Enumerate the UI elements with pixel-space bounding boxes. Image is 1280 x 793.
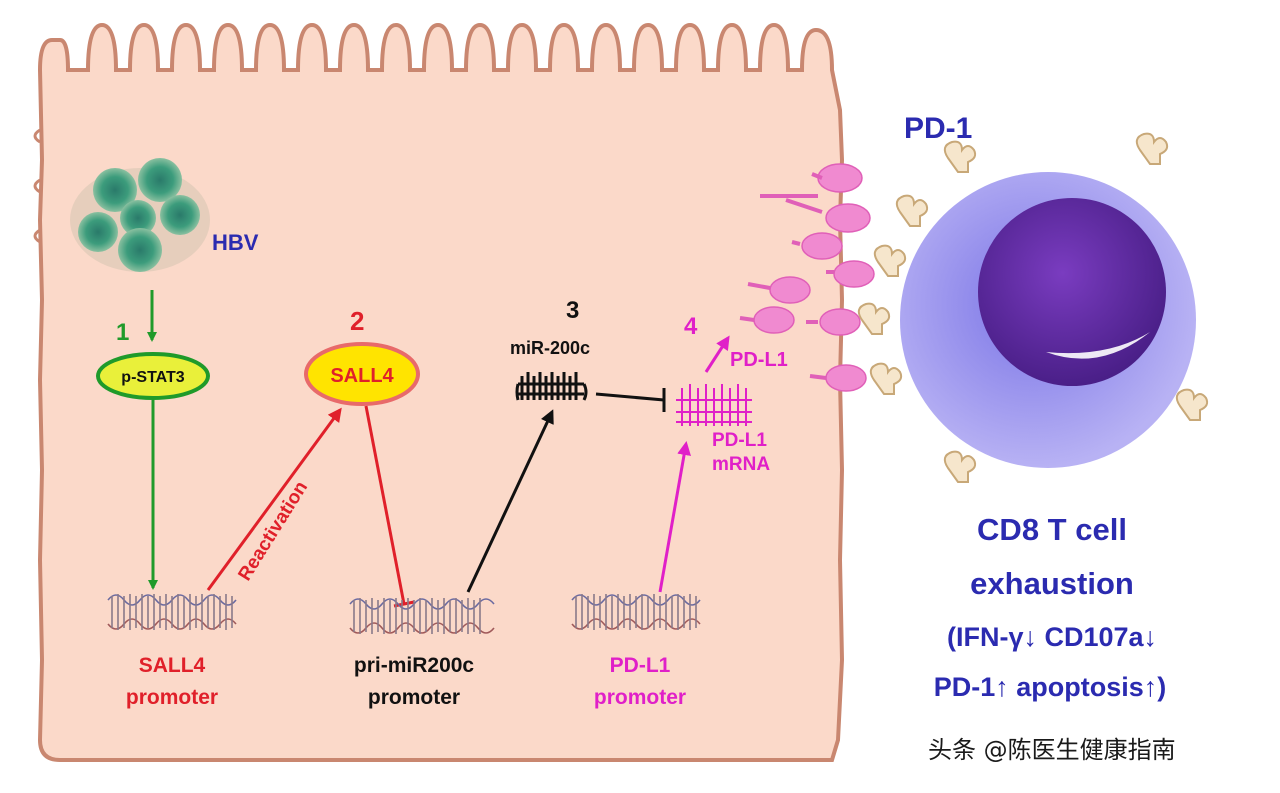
pdl1-promoter-label-line1: PD-L1 bbox=[610, 654, 671, 677]
pstat3-node bbox=[96, 352, 210, 400]
pdl1-protein-6 bbox=[739, 306, 795, 334]
pdl1-protein-1 bbox=[760, 163, 863, 198]
pdl1-protein-3 bbox=[791, 232, 843, 260]
hepatocyte-cell bbox=[33, 22, 845, 762]
pdl1-promoter-dna-icon bbox=[571, 594, 701, 630]
mir200c-strand-icon bbox=[515, 372, 588, 401]
cd8-label-line2: exhaustion bbox=[970, 566, 1134, 601]
mir200c-label: miR-200c bbox=[510, 338, 590, 358]
sall4-promoter-label-line1: SALL4 bbox=[139, 654, 206, 677]
pdl1-mrna-strand-icon bbox=[676, 384, 752, 426]
pd1-label: PD-1 bbox=[904, 112, 972, 145]
sall4-node bbox=[304, 342, 420, 406]
primir200c-promoter-label-line1: pri-miR200c bbox=[354, 654, 475, 677]
pdl1-protein-5 bbox=[747, 276, 811, 304]
pdl1-promoter-label-line2: promoter bbox=[594, 686, 686, 709]
step-2-number: 2 bbox=[350, 306, 364, 336]
hbv-label: HBV bbox=[212, 230, 259, 255]
step-4-number: 4 bbox=[684, 313, 698, 340]
pdl1-protein-4 bbox=[826, 260, 875, 288]
pstat3-label: p-STAT3 bbox=[121, 369, 185, 386]
pd1-receptors bbox=[857, 132, 1209, 483]
source-watermark: 头条 @陈医生健康指南 bbox=[928, 736, 1176, 764]
pdl1-protein-7 bbox=[806, 308, 861, 336]
mrna-to-pdl1-arrow bbox=[704, 335, 730, 373]
pdl1-protein-label: PD-L1 bbox=[730, 349, 788, 371]
mir200c-inhibits-pdl1-line bbox=[595, 392, 665, 402]
step-3-number: 3 bbox=[566, 297, 579, 324]
pdl1-protein-2 bbox=[785, 198, 871, 233]
nucleus-highlight bbox=[1046, 332, 1150, 359]
hbv-virus-cluster bbox=[70, 158, 210, 272]
pdl1-promoter-to-mrna-arrow bbox=[658, 441, 691, 593]
sall4-promoter-label-line2: promoter bbox=[126, 686, 218, 709]
sall4-inhibits-primir-line bbox=[364, 405, 406, 605]
cd8-label-line1: CD8 T cell bbox=[977, 512, 1127, 547]
pdl1-mrna-label-line1: PD-L1 bbox=[712, 430, 767, 451]
sall4-promoter-dna-icon bbox=[107, 594, 237, 630]
primir-to-mir200c-arrow bbox=[466, 409, 554, 593]
pdl1-mrna-label-line2: mRNA bbox=[712, 454, 770, 475]
pdl1-protein-8 bbox=[809, 364, 867, 392]
sall4-label: SALL4 bbox=[330, 365, 394, 387]
t-cell-nucleus bbox=[978, 198, 1166, 386]
cd8-label-line4: PD-1↑ apoptosis↑) bbox=[934, 672, 1167, 702]
reactivation-arrow bbox=[206, 407, 342, 591]
pdl1-surface-proteins bbox=[739, 163, 875, 392]
sall4-inhibition-bar bbox=[393, 600, 415, 608]
step-1-number: 1 bbox=[116, 319, 129, 346]
primir200c-promoter-label-line2: promoter bbox=[368, 686, 460, 709]
cd8-label-line3: (IFN-γ↓ CD107a↓ bbox=[947, 622, 1157, 652]
primir200c-promoter-dna-icon bbox=[349, 598, 495, 634]
cd8-t-cell bbox=[857, 132, 1209, 483]
